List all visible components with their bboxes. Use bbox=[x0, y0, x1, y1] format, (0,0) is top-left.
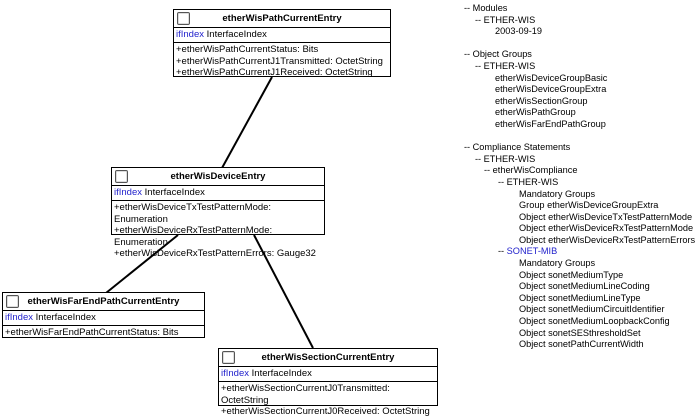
object-groups-heading[interactable]: -- Object Groups bbox=[464, 49, 532, 60]
attribute: +etherWisDeviceRxTestPatternMode: Enumer… bbox=[114, 225, 273, 248]
link-device-to-section bbox=[253, 234, 314, 349]
entity-title: etherWisSectionCurrentEntry bbox=[261, 352, 395, 363]
object-group-item[interactable]: etherWisDeviceGroupBasic bbox=[495, 72, 608, 83]
modules-heading[interactable]: -- Modules bbox=[464, 3, 508, 13]
index-type: InterfaceIndex bbox=[35, 312, 96, 323]
entity-attributes: +etherWisPathCurrentStatus: Bits +etherW… bbox=[174, 43, 390, 80]
entity-index-row: ifIndex InterfaceIndex bbox=[219, 367, 437, 382]
compliance-item: Mandatory Groups bbox=[519, 188, 596, 199]
entity-ether-wis-section-current-entry[interactable]: etherWisSectionCurrentEntry ifIndex Inte… bbox=[218, 348, 438, 417]
object-group-item[interactable]: etherWisPathGroup bbox=[495, 107, 576, 118]
compliance-name[interactable]: -- etherWisCompliance bbox=[484, 165, 578, 176]
entity-title: etherWisFarEndPathCurrentEntry bbox=[27, 296, 180, 307]
index-type: InterfaceIndex bbox=[251, 368, 312, 379]
entity-box-icon bbox=[177, 12, 190, 25]
object-group-item[interactable]: etherWisSectionGroup bbox=[495, 95, 588, 106]
sonet-prefix: -- bbox=[498, 246, 507, 257]
mib-tree-panel: -- Modules -- ETHER-WIS 2003-09-19 -- Ob… bbox=[464, 3, 695, 351]
compliance-ether-wis[interactable]: -- ETHER-WIS bbox=[498, 176, 559, 187]
entity-attributes: +etherWisFarEndPathCurrentStatus: Bits bbox=[3, 326, 204, 340]
module-date: 2003-09-19 bbox=[495, 26, 542, 37]
compliance-module[interactable]: -- ETHER-WIS bbox=[475, 153, 536, 164]
compliance-item: Object sonetMediumLoopbackConfig bbox=[519, 316, 670, 327]
attribute: +etherWisDeviceTxTestPatternMode: Enumer… bbox=[114, 202, 272, 225]
compliance-item: Object sonetPathCurrentWidth bbox=[519, 339, 644, 350]
attribute: +etherWisPathCurrentJ1Received: OctetStr… bbox=[176, 67, 373, 78]
object-group-item[interactable]: etherWisFarEndPathGroup bbox=[495, 118, 606, 129]
compliance-item: Object sonetMediumLineCoding bbox=[519, 281, 650, 292]
compliance-item: Object sonetMediumCircuitIdentifier bbox=[519, 304, 665, 315]
entity-header: etherWisFarEndPathCurrentEntry bbox=[3, 293, 204, 311]
compliance-item: Mandatory Groups bbox=[519, 258, 596, 269]
index-name: ifIndex bbox=[176, 29, 204, 40]
index-name: ifIndex bbox=[114, 187, 142, 198]
index-type: InterfaceIndex bbox=[206, 29, 267, 40]
index-name: ifIndex bbox=[221, 368, 249, 379]
entity-attributes: +etherWisSectionCurrentJ0Transmitted: Oc… bbox=[219, 382, 437, 419]
entity-box-icon bbox=[6, 295, 19, 308]
compliance-item: Object sonetMediumType bbox=[519, 269, 624, 280]
object-group-item[interactable]: etherWisDeviceGroupExtra bbox=[495, 84, 607, 95]
entity-header: etherWisDeviceEntry bbox=[112, 168, 324, 186]
entity-title: etherWisDeviceEntry bbox=[170, 171, 266, 182]
attribute: +etherWisPathCurrentStatus: Bits bbox=[176, 44, 319, 55]
entity-title: etherWisPathCurrentEntry bbox=[222, 13, 342, 24]
entity-index-row: ifIndex InterfaceIndex bbox=[3, 311, 204, 326]
attribute: +etherWisSectionCurrentJ0Received: Octet… bbox=[221, 406, 430, 417]
relationship-lines bbox=[105, 76, 314, 349]
entity-attributes: +etherWisDeviceTxTestPatternMode: Enumer… bbox=[112, 201, 324, 261]
entity-box-icon bbox=[115, 170, 128, 183]
compliance-heading[interactable]: -- Compliance Statements bbox=[464, 142, 571, 153]
module-ether-wis[interactable]: -- ETHER-WIS bbox=[475, 14, 536, 25]
link-device-to-farend bbox=[105, 234, 179, 294]
entity-ether-wis-device-entry[interactable]: etherWisDeviceEntry ifIndex InterfaceInd… bbox=[111, 167, 325, 259]
compliance-item: Object etherWisDeviceRxTestPatternErrors bbox=[519, 234, 696, 245]
entity-box-icon bbox=[222, 351, 235, 364]
compliance-sonet-mib: -- SONET-MIB bbox=[464, 246, 695, 258]
entity-ether-wis-path-current-entry[interactable]: etherWisPathCurrentEntry ifIndex Interfa… bbox=[173, 9, 391, 80]
entity-index-row: ifIndex InterfaceIndex bbox=[174, 28, 390, 43]
attribute: +etherWisPathCurrentJ1Transmitted: Octet… bbox=[176, 55, 383, 67]
compliance-item: Group etherWisDeviceGroupExtra bbox=[519, 200, 659, 211]
index-type: InterfaceIndex bbox=[144, 187, 205, 198]
sonet-mib-link[interactable]: SONET-MIB bbox=[506, 246, 558, 257]
attribute: +etherWisFarEndPathCurrentStatus: Bits bbox=[5, 327, 179, 338]
index-name: ifIndex bbox=[5, 312, 33, 323]
entity-header: etherWisSectionCurrentEntry bbox=[219, 349, 437, 367]
compliance-item: Object sonetMediumLineType bbox=[519, 292, 641, 303]
attribute: +etherWisSectionCurrentJ0Transmitted: Oc… bbox=[221, 383, 390, 406]
entity-header: etherWisPathCurrentEntry bbox=[174, 10, 390, 28]
compliance-item: Object etherWisDeviceRxTestPatternMode bbox=[519, 223, 694, 234]
entity-index-row: ifIndex InterfaceIndex bbox=[112, 186, 324, 201]
attribute: +etherWisDeviceRxTestPatternErrors: Gaug… bbox=[114, 248, 316, 259]
compliance-item: Object etherWisDeviceTxTestPatternMode bbox=[519, 211, 693, 222]
entity-ether-wis-far-end-path-current-entry[interactable]: etherWisFarEndPathCurrentEntry ifIndex I… bbox=[2, 292, 205, 338]
link-path-to-device bbox=[221, 76, 273, 169]
object-groups-module[interactable]: -- ETHER-WIS bbox=[475, 60, 536, 71]
compliance-item: Object sonetSESthresholdSet bbox=[519, 327, 641, 338]
